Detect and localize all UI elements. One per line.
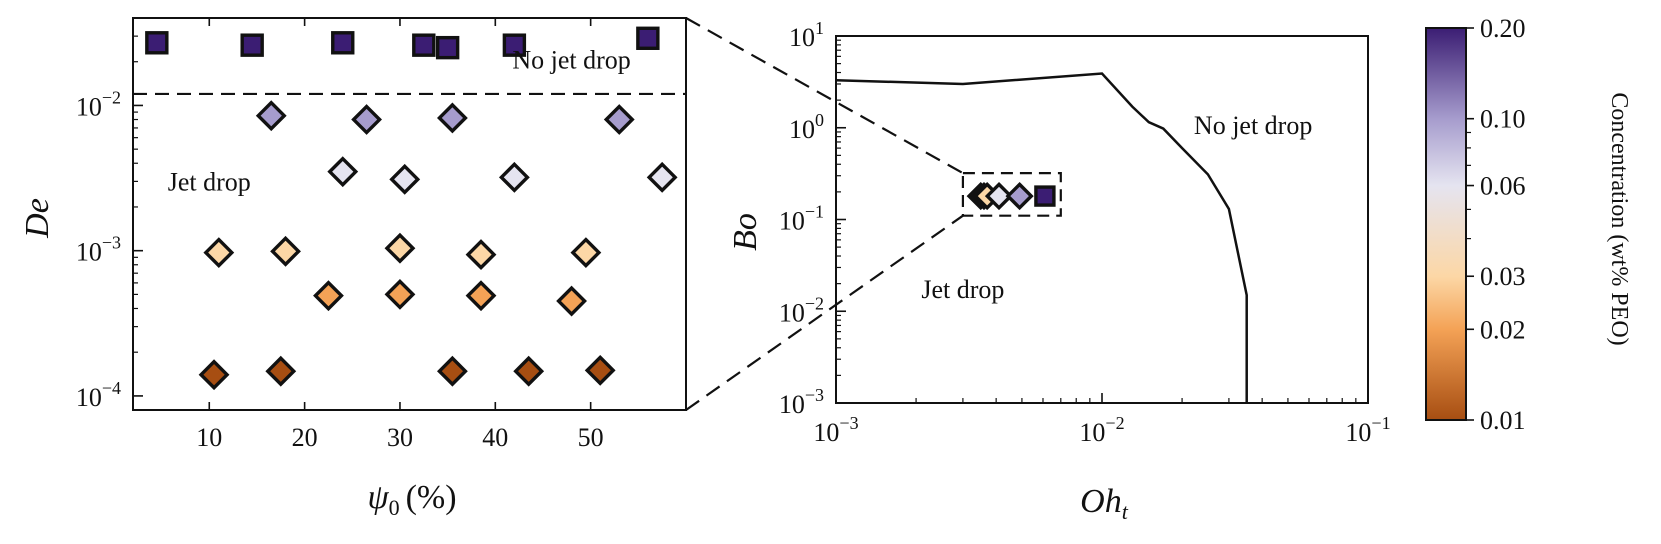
right-y-tick-label: 10−2 bbox=[779, 293, 824, 327]
left-data-point bbox=[384, 232, 416, 264]
left-data-point bbox=[465, 280, 497, 312]
left-x-tick-label: 50 bbox=[578, 423, 604, 452]
left-x-axis-label: ψ0(%) bbox=[367, 479, 456, 520]
right-x-tick-label: 10−2 bbox=[1079, 413, 1124, 447]
left-data-point bbox=[636, 26, 660, 50]
left-data-point bbox=[313, 280, 344, 312]
left-data-point bbox=[265, 355, 297, 387]
left-panel: 10 20 30 40 50 10−4 10−3 10−2 No jet drop Jet d… bbox=[19, 17, 687, 520]
left-data-point bbox=[556, 285, 587, 317]
left-data-point bbox=[502, 33, 527, 57]
left-data-point bbox=[240, 33, 264, 57]
left-data-point bbox=[437, 355, 468, 387]
left-data-point bbox=[198, 359, 230, 391]
left-data-point bbox=[327, 156, 359, 188]
left-data-point bbox=[435, 35, 460, 60]
left-data-point bbox=[255, 100, 287, 132]
left-data-point bbox=[584, 354, 616, 386]
right-data-point bbox=[1005, 181, 1034, 211]
left-data-point bbox=[331, 31, 355, 55]
colorbar-gradient bbox=[1425, 27, 1467, 421]
left-data-point bbox=[465, 239, 497, 270]
left-y-tick-label: 10−2 bbox=[76, 87, 121, 121]
right-zoom-box bbox=[961, 172, 1062, 217]
right-annotation-no-jet-drop: No jet drop bbox=[1194, 111, 1312, 140]
colorbar-tick-label: 0.06 bbox=[1480, 172, 1526, 201]
right-y-tick-label: 100 bbox=[789, 110, 824, 144]
colorbar-tick-label: 0.10 bbox=[1480, 105, 1526, 134]
left-x-tick-label: 20 bbox=[292, 423, 318, 452]
right-panel: 10−3 10−2 10−1 10−3 10−2 10−1 100 101 No jet dr… bbox=[727, 18, 1391, 524]
left-data-point bbox=[351, 104, 382, 135]
left-ticks: 10 20 30 40 50 10−4 10−3 10−2 bbox=[76, 17, 604, 452]
left-y-tick-label: 10−3 bbox=[76, 233, 121, 267]
colorbar-tick-label: 0.03 bbox=[1480, 262, 1526, 291]
right-axes-frame bbox=[835, 35, 1369, 404]
right-regime-boundary-curve bbox=[835, 72, 1248, 403]
left-data-point bbox=[389, 163, 421, 195]
left-y-tick-label: 10−4 bbox=[76, 378, 121, 412]
right-data-point bbox=[984, 181, 1014, 211]
right-y-tick-label: 10−3 bbox=[779, 385, 824, 419]
left-annotation-no-jet-drop: No jet drop bbox=[512, 45, 630, 74]
right-data-point bbox=[1034, 185, 1056, 207]
left-data-point bbox=[570, 237, 602, 269]
right-x-tick-label: 10−1 bbox=[1345, 413, 1390, 447]
colorbar-tick-label: 0.01 bbox=[1480, 406, 1526, 435]
zoom-connector-top bbox=[685, 17, 964, 175]
right-x-tick-label: 10−3 bbox=[813, 413, 858, 447]
left-data-point bbox=[203, 237, 235, 269]
zoom-connector-bottom bbox=[685, 214, 964, 411]
colorbar-label: Concentration (wt% PEO) bbox=[1606, 92, 1632, 345]
right-markers bbox=[966, 181, 1056, 211]
right-y-tick-label: 101 bbox=[789, 18, 824, 52]
left-data-point bbox=[646, 161, 678, 193]
left-annotation-jet-drop: Jet drop bbox=[168, 167, 251, 196]
colorbar-tick-label: 0.02 bbox=[1480, 315, 1526, 344]
colorbar: 0.01 0.02 0.03 0.06 0.10 0.20 Concentration (… bbox=[1425, 14, 1632, 435]
left-data-point bbox=[384, 279, 416, 310]
colorbar-ticks: 0.01 0.02 0.03 0.06 0.10 0.20 bbox=[1466, 14, 1526, 435]
left-data-point bbox=[412, 33, 436, 57]
right-y-tick-label: 10−1 bbox=[779, 202, 824, 236]
right-x-axis-label: Oht bbox=[1080, 483, 1129, 524]
colorbar-tick-label: 0.20 bbox=[1480, 14, 1526, 43]
left-data-point bbox=[603, 104, 635, 135]
zoom-connector-lines bbox=[685, 17, 964, 411]
left-data-point bbox=[498, 161, 530, 193]
left-x-tick-label: 40 bbox=[482, 423, 508, 452]
left-y-axis-label: De bbox=[19, 198, 56, 239]
left-x-tick-label: 30 bbox=[387, 423, 413, 452]
left-data-point bbox=[145, 31, 169, 55]
left-data-point bbox=[270, 235, 301, 267]
left-x-tick-label: 10 bbox=[196, 423, 222, 452]
left-axes-frame bbox=[132, 17, 687, 411]
left-data-point bbox=[513, 355, 545, 387]
left-markers bbox=[145, 26, 678, 391]
right-y-axis-label: Bo bbox=[727, 213, 764, 251]
right-annotation-jet-drop: Jet drop bbox=[921, 275, 1004, 304]
left-data-point bbox=[437, 102, 468, 134]
right-ticks: 10−3 10−2 10−1 10−3 10−2 10−1 100 101 bbox=[779, 18, 1391, 447]
